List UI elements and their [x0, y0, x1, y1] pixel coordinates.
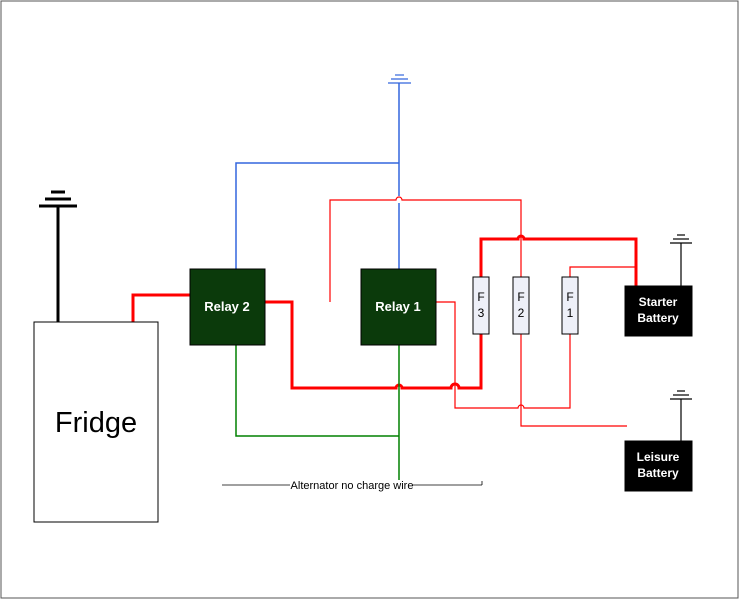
fridge: Fridge: [33, 321, 159, 523]
leisure-battery-line1: Leisure: [637, 450, 680, 464]
fuse-f2: F 2: [512, 276, 530, 335]
fuse-f3: F 3: [472, 276, 490, 335]
relay-1-label: Relay 1: [375, 299, 421, 314]
relay-2: Relay 2: [189, 268, 266, 346]
fuse-f3-letter: F: [477, 290, 484, 304]
thin-red-wires: [329, 196, 636, 427]
alternator-label-line: [222, 481, 483, 486]
fridge-label: Fridge: [55, 407, 137, 439]
alternator-label: Alternator no charge wire: [291, 480, 414, 492]
relay-1: Relay 1: [360, 268, 437, 346]
green-wires: [235, 345, 400, 480]
starter-battery: Starter Battery: [624, 285, 693, 337]
relay-2-label: Relay 2: [204, 299, 250, 314]
starter-ground-icon: [670, 234, 692, 286]
fuse-f1: F 1: [561, 276, 579, 335]
leisure-battery-line2: Battery: [637, 466, 679, 480]
leisure-battery: Leisure Battery: [624, 440, 693, 492]
fuse-f2-letter: F: [517, 290, 524, 304]
fridge-ground-icon: [39, 190, 77, 322]
fuse-f1-number: 1: [567, 306, 574, 320]
thick-red-wires: [131, 234, 638, 390]
blue-wires: [235, 83, 400, 270]
fuse-f1-letter: F: [566, 290, 573, 304]
starter-battery-line2: Battery: [637, 311, 679, 325]
starter-battery-line1: Starter: [639, 295, 678, 309]
leisure-ground-icon: [670, 390, 692, 441]
fuse-f3-number: 3: [478, 306, 485, 320]
fuse-f2-number: 2: [518, 306, 525, 320]
